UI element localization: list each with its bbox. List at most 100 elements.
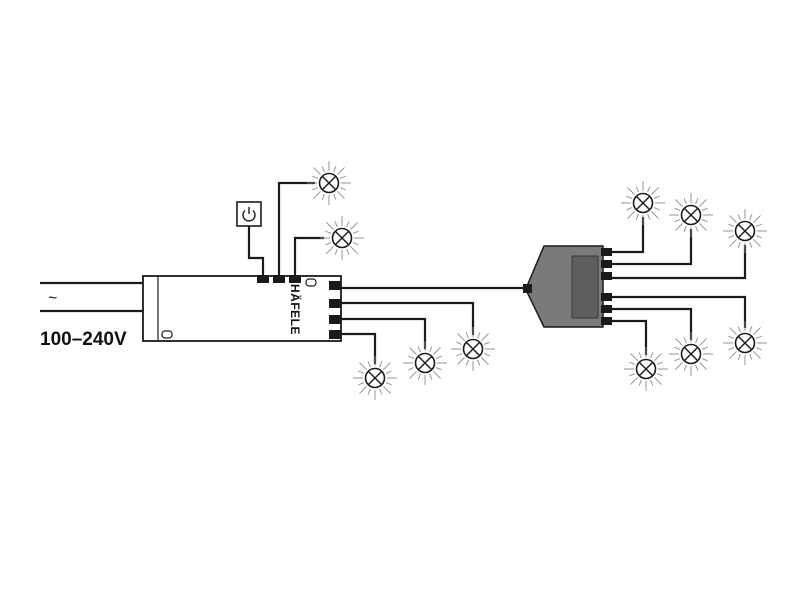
wire-bottom-lamp-3	[341, 301, 475, 335]
lamp-ray	[409, 371, 417, 379]
connector-top-2	[289, 275, 301, 283]
lamp-ray	[417, 373, 421, 380]
wire-dist-lamp-5	[612, 307, 693, 340]
lamp-ray	[379, 361, 383, 368]
lamp-cross	[368, 371, 382, 385]
lamp-ray	[749, 241, 753, 248]
driver-screw-hole-left	[161, 330, 173, 339]
lamp-ray	[656, 361, 663, 365]
lamp-ray	[325, 242, 332, 246]
voltage-label: 100–240V	[40, 329, 127, 350]
lamp-ray	[635, 213, 639, 220]
lamp-ray	[653, 195, 660, 199]
lamp-ray	[729, 351, 737, 359]
lamp-ray	[695, 364, 699, 371]
distributor-out-3	[601, 272, 612, 280]
lamp-ray	[312, 175, 319, 179]
lamp-cross	[466, 342, 480, 356]
lamp-ray	[313, 191, 321, 199]
lamp-ray	[701, 346, 708, 350]
lamp-ray	[675, 223, 683, 231]
lamp-ray	[695, 225, 699, 232]
lamp-ray	[326, 222, 334, 230]
lamp-ray	[350, 246, 358, 254]
lamp-ray	[701, 358, 708, 362]
lamp-ray	[674, 207, 681, 211]
connector-out-2	[329, 299, 341, 308]
lamp-ray	[334, 221, 338, 228]
lamp-icon	[403, 341, 447, 385]
lamp-ray	[346, 221, 350, 228]
lamp-ray	[674, 346, 681, 350]
lamp-ray	[728, 347, 735, 351]
distributor	[523, 245, 612, 328]
lamp-cross	[684, 347, 698, 361]
distributor-out-5	[601, 305, 612, 313]
lamp-ray	[457, 333, 465, 341]
lamp-ray	[749, 326, 753, 333]
lamp-ray	[346, 248, 350, 255]
lamp-ray	[737, 214, 741, 221]
touch-switch	[236, 201, 265, 275]
lamp-ray	[456, 341, 463, 345]
lamp-cross	[738, 336, 752, 350]
power-icon	[242, 207, 256, 222]
lamp-ray	[729, 215, 737, 223]
switch-wire	[247, 226, 265, 275]
wire-dist-lamp-3	[612, 245, 747, 280]
lamp-ray	[650, 379, 654, 386]
lamp-ray	[654, 377, 662, 385]
lamp-ray	[753, 239, 761, 247]
lamp-ray	[627, 187, 635, 195]
lamp-ray	[630, 353, 638, 361]
lamp-ray	[339, 187, 346, 191]
lamp-icon	[307, 161, 351, 205]
lamp-ray	[647, 186, 651, 193]
lamp-ray	[352, 242, 359, 246]
lamp-ray	[367, 361, 371, 368]
lamp-ray	[651, 211, 659, 219]
lamp-cross	[636, 196, 650, 210]
lamp-ray	[457, 357, 465, 365]
lamp-ray	[701, 219, 708, 223]
lamp-ray	[477, 359, 481, 366]
lamp-ray	[675, 199, 683, 207]
lamp-ray	[483, 341, 490, 345]
lamp-ray	[429, 373, 433, 380]
wire-dist-lamp-6	[612, 319, 648, 355]
lamp-ray	[699, 223, 707, 231]
lamp-ray	[755, 335, 762, 339]
lamp-ray	[653, 207, 660, 211]
lamp-ray	[629, 361, 636, 365]
ac-symbol: ~	[48, 290, 57, 307]
lamp-ray	[695, 337, 699, 344]
lamp-ray	[312, 187, 319, 191]
lamp-ray	[435, 367, 442, 371]
lamp-ray	[699, 199, 707, 207]
lamp-cross	[335, 231, 349, 245]
lamp-icon	[624, 347, 668, 391]
connector-out-3	[329, 315, 341, 324]
lamp-ray	[383, 386, 391, 394]
lamp-ray	[408, 355, 415, 359]
lamp-ray	[753, 215, 761, 223]
lamp-icon	[353, 356, 397, 400]
distributor-out-6	[601, 317, 612, 325]
wire-bottom-lamp-1	[341, 332, 377, 364]
lamp-icon	[723, 209, 767, 253]
lamp-ray	[337, 191, 345, 199]
lamp-ray	[635, 186, 639, 193]
lamp-ray	[456, 353, 463, 357]
lamp-ray	[358, 370, 365, 374]
lamp-ray	[409, 347, 417, 355]
lamp-ray	[695, 198, 699, 205]
lamp-ray	[737, 353, 741, 360]
lamp-ray	[755, 347, 762, 351]
lamp-ray	[435, 355, 442, 359]
connector-top-1	[273, 275, 285, 283]
lamp-icon	[451, 327, 495, 371]
lamp-ray	[728, 235, 735, 239]
lamp-icon	[669, 332, 713, 376]
lamp-ray	[638, 352, 642, 359]
lamp-ray	[683, 225, 687, 232]
